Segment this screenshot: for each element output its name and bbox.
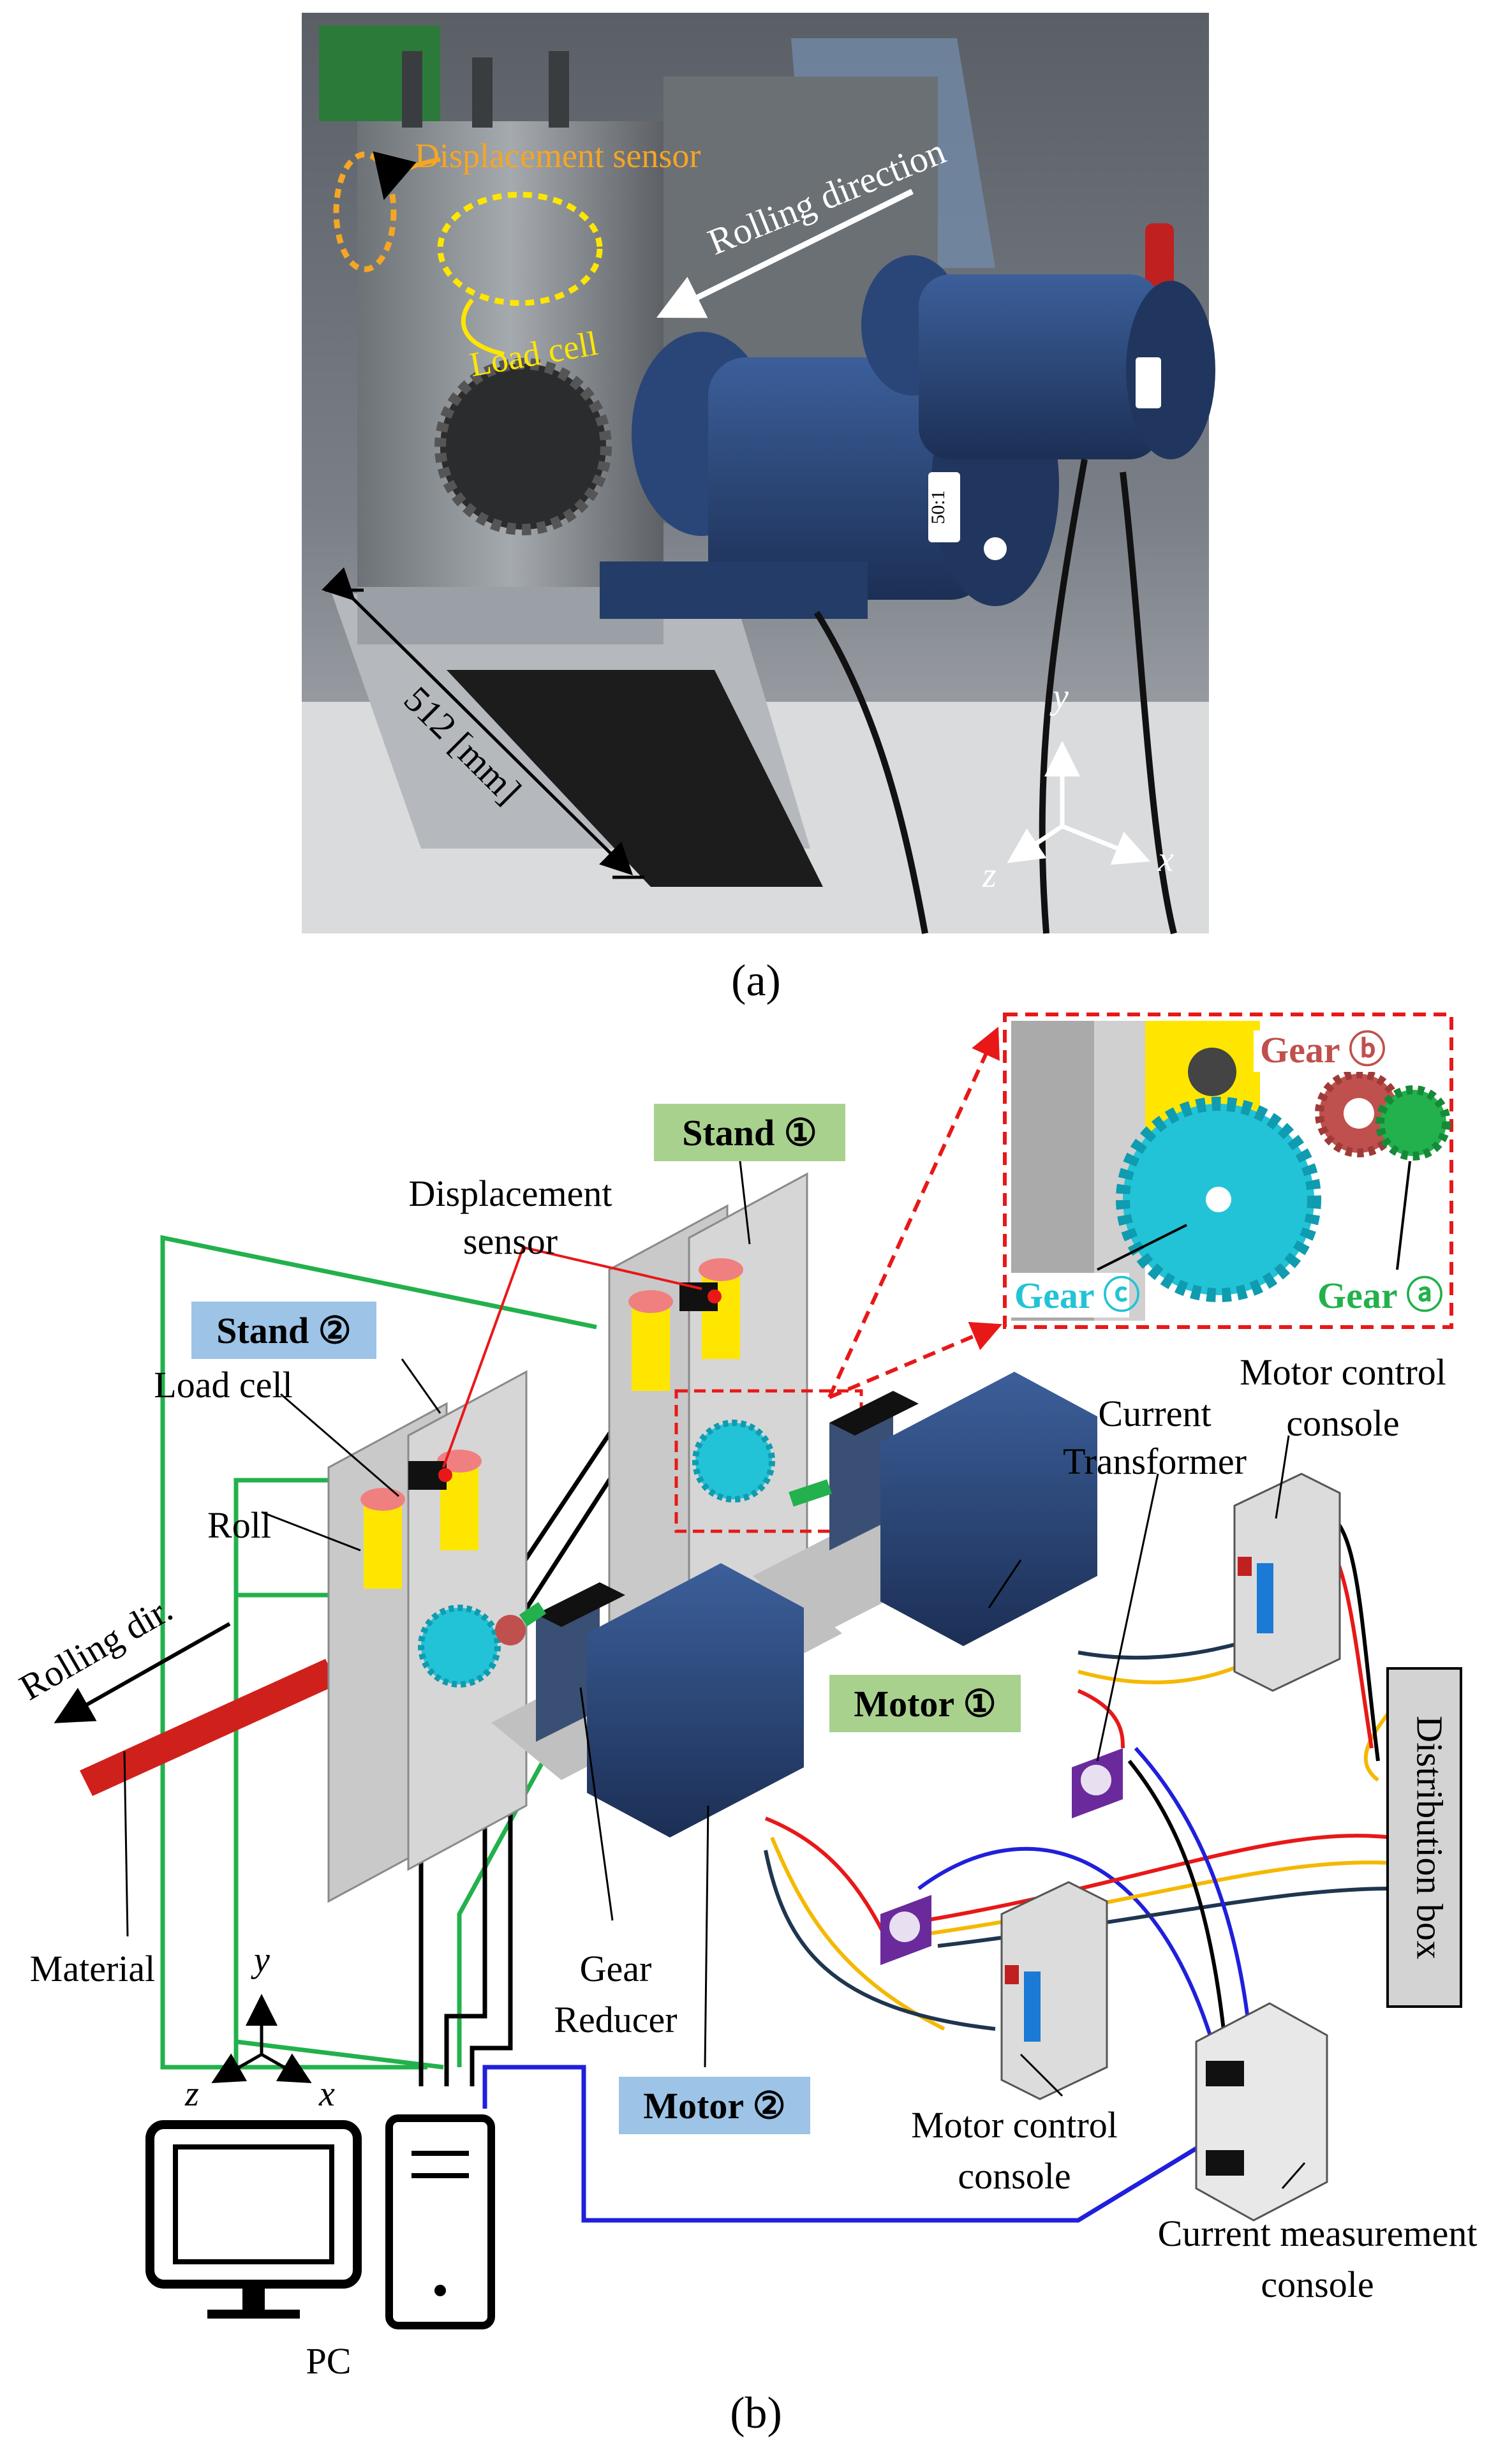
gear-b-motor2: [495, 1615, 526, 1645]
pc: [145, 2114, 495, 2329]
load-cell-label: Load cell: [154, 1364, 292, 1406]
motor-nameplate: [928, 472, 960, 542]
stand-2-label: Stand ②: [216, 1310, 352, 1351]
rolling-dir-label: Rolling dir.: [13, 1588, 179, 1708]
photo-axis-y: y: [1049, 677, 1069, 716]
displacement-sensor-circle: [333, 151, 397, 272]
motor-control-console-top-label-line1: Motor control: [1240, 1351, 1446, 1393]
load-cell-circle: [437, 191, 603, 306]
current-measurement-console-label-line1: Current measurement: [1158, 2213, 1478, 2254]
stand-1-label: Stand ①: [682, 1112, 817, 1154]
gear-a-motor1: [789, 1479, 832, 1507]
roll-label: Roll: [207, 1504, 271, 1546]
wire-green-loadcell-2b: [233, 1592, 444, 2070]
schematic-axis-y: y: [251, 1940, 270, 1980]
motor-control-console-bottom-label-line1: Motor control: [911, 2104, 1118, 2146]
gear-c-stand1: [692, 1420, 775, 1503]
schematic-axis-z: z: [184, 2074, 199, 2114]
gear-reducer-label-line2: Reducer: [554, 1999, 677, 2040]
panel-b-caption: (b): [730, 2389, 782, 2438]
material-strip: [80, 1659, 338, 1796]
gear-a-zoom: [1375, 1085, 1451, 1161]
motor-control-console-top: [1233, 1473, 1341, 1692]
gear-c-stand2: [418, 1605, 501, 1688]
motor-rear: [861, 255, 1215, 459]
current-transformer-2: [880, 1895, 931, 1965]
motor-control-console-top-label-line2: console: [1286, 1402, 1399, 1444]
load-cell-arrow: [461, 298, 505, 357]
top-bolt: [472, 57, 493, 128]
motor-2-label: Motor ②: [643, 2085, 785, 2127]
cable: [1120, 471, 1177, 935]
motor-2: [495, 1563, 804, 1838]
photo-axis-x: x: [1157, 840, 1174, 879]
top-bolt: [402, 51, 422, 128]
motor-control-console-bottom: [1000, 1881, 1108, 2100]
motor-control-console-bottom-label-line2: console: [958, 2155, 1071, 2197]
stand-2-badge: [191, 1302, 376, 1359]
panel-a-photo: 50:1 Displacement sensor Load cell Rolli…: [302, 13, 1215, 935]
displacement-sensor-label-line1: Displacement: [409, 1173, 612, 1214]
panel-a-caption: (a): [731, 956, 781, 1006]
rolling-direction-arrow: [656, 188, 914, 318]
gear-a-label: Gear ⓐ: [1317, 1275, 1443, 1316]
displacement-sensor-label-line2: sensor: [463, 1221, 558, 1262]
motor-1-badge: [829, 1675, 1021, 1732]
photo-axes: y x z: [982, 677, 1174, 895]
displacement-leader-2: [442, 1247, 524, 1468]
displacement-leader-1: [523, 1246, 702, 1290]
motor-ratio-label: 50:1: [928, 490, 949, 524]
motor-1: [789, 1372, 1097, 1646]
leader-lines: [123, 1161, 1306, 2189]
current-transformer-label-line2: Transformer: [1063, 1441, 1247, 1482]
distribution-box-label: Distribution box: [1409, 1716, 1451, 1959]
stand-1-badge: [654, 1104, 845, 1161]
panel-b-schematic: Distribution box PC y x z: [13, 1013, 1478, 2382]
gear-c-label: Gear ⓒ: [1014, 1275, 1140, 1316]
current-measurement-console: [1195, 2002, 1328, 2222]
displacement-sensor-callout: Displacement sensor: [415, 137, 700, 175]
current-measurement-console-label-line2: console: [1261, 2264, 1374, 2305]
pc-tower: [385, 2114, 495, 2329]
photo-axis-z: z: [982, 856, 997, 895]
wire-black-3: [470, 1326, 710, 2086]
rolling-dir-arrow: [54, 1622, 231, 1723]
displacement-sensor-arrow: [373, 151, 441, 200]
current-transformer-label-line1: Current: [1098, 1393, 1211, 1434]
schematic-axes: y x z: [184, 1940, 335, 2114]
dimension-line: [321, 567, 634, 876]
zoom-inset: Gear ⓒ Gear ⓐ Gear ⓑ: [827, 1013, 1453, 1399]
top-bolt: [549, 51, 569, 128]
stand-gear: [434, 358, 612, 535]
motor-2-badge: [619, 2077, 810, 2134]
current-transformer-1: [1072, 1748, 1123, 1818]
stand-1: [608, 1172, 863, 1705]
wire-black-2: [444, 1313, 691, 2086]
motor-1-label: Motor ①: [854, 1683, 996, 1725]
stand-2: [327, 1370, 528, 1903]
roll-upper: [364, 1499, 402, 1589]
gear-b-label: Gear ⓑ: [1260, 1029, 1386, 1071]
material-label: Material: [30, 1948, 155, 1989]
pc-label: PC: [306, 2340, 352, 2382]
cable: [813, 611, 928, 934]
distribution-box: [1386, 1667, 1462, 2008]
gear-reducer-label-line1: Gear: [580, 1948, 652, 1989]
schematic-axis-x: x: [318, 2074, 335, 2114]
wire-blue-pc: [482, 2065, 1226, 2223]
cable: [1039, 459, 1088, 934]
